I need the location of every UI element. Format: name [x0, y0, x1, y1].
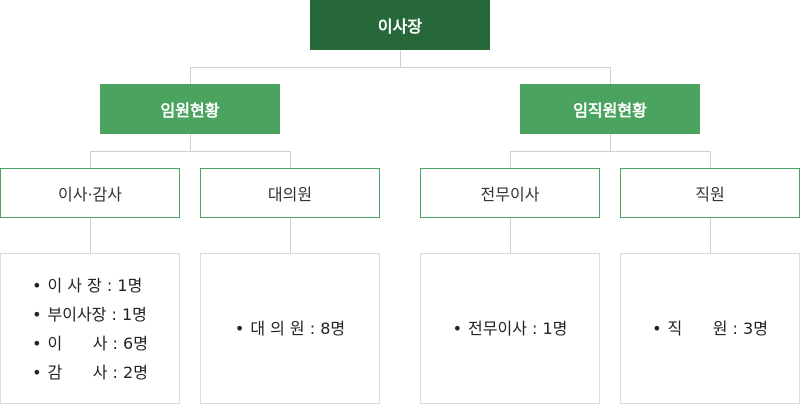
detail-list: 직 원 : 3명: [652, 314, 768, 343]
connector-leaf-2-detail: [290, 218, 291, 253]
connector-leaf-4-detail: [710, 218, 711, 253]
org-root-node: 이사장: [310, 0, 490, 50]
connector-branch-2-horizontal: [510, 151, 711, 152]
connector-branch-2-down: [610, 134, 611, 151]
detail-box-employees: 직 원 : 3명: [620, 253, 800, 404]
detail-list: 대 의 원 : 8명: [235, 314, 345, 343]
detail-box-directors-auditors: 이 사 장 : 1명 부이사장 : 1명 이 사 : 6명 감 사 : 2명: [0, 253, 180, 404]
detail-box-managing-director: 전무이사 : 1명: [420, 253, 600, 404]
connector-to-leaf-1: [90, 151, 91, 168]
detail-item: 직 원 : 3명: [652, 314, 768, 343]
branch-node-staff: 임직원현황: [520, 84, 700, 134]
detail-item: 이 사 장 : 1명: [32, 271, 148, 300]
leaf-node-delegates: 대의원: [200, 168, 380, 218]
detail-item: 부이사장 : 1명: [32, 300, 148, 329]
leaf-node-directors-auditors: 이사·감사: [0, 168, 180, 218]
detail-item: 이 사 : 6명: [32, 329, 148, 358]
connector-to-leaf-4: [710, 151, 711, 168]
connector-branch-1-down: [190, 134, 191, 151]
leaf-node-employees: 직원: [620, 168, 800, 218]
connector-leaf-3-detail: [510, 218, 511, 253]
connector-branch-1-horizontal: [90, 151, 291, 152]
connector-to-branch-2: [610, 67, 611, 84]
connector-to-leaf-3: [510, 151, 511, 168]
detail-list: 이 사 장 : 1명 부이사장 : 1명 이 사 : 6명 감 사 : 2명: [32, 271, 148, 387]
connector-root-horizontal: [190, 67, 611, 68]
connector-to-leaf-2: [290, 151, 291, 168]
branch-node-executives: 임원현황: [100, 84, 280, 134]
detail-item: 전무이사 : 1명: [453, 314, 567, 343]
detail-item: 감 사 : 2명: [32, 358, 148, 387]
connector-root-down: [400, 50, 401, 67]
detail-list: 전무이사 : 1명: [453, 314, 567, 343]
connector-to-branch-1: [190, 67, 191, 84]
detail-item: 대 의 원 : 8명: [235, 314, 345, 343]
connector-leaf-1-detail: [90, 218, 91, 253]
detail-box-delegates: 대 의 원 : 8명: [200, 253, 380, 404]
leaf-node-managing-director: 전무이사: [420, 168, 600, 218]
